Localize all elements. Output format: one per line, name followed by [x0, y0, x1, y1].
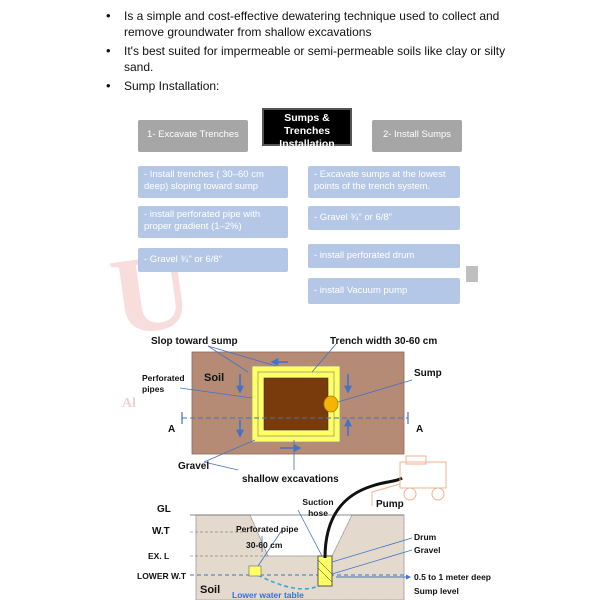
- drawdown-curve: [251, 571, 323, 590]
- leader-line: [203, 461, 239, 471]
- sump-label: Sump: [414, 368, 442, 379]
- suction-hose: [323, 476, 403, 559]
- section-a-right: A: [416, 424, 424, 435]
- leader-line: [337, 379, 413, 403]
- gl-label: GL: [157, 504, 171, 515]
- right-step-4: - install Vacuum pump: [308, 278, 460, 304]
- leader-line: [257, 529, 283, 567]
- leader-line: [179, 387, 253, 399]
- drum-hatching: [317, 567, 333, 583]
- trench-width-label: Trench width 30-60 cm: [330, 336, 438, 347]
- drum-label: Drum: [414, 532, 437, 542]
- left-step-3: - Gravel ¾" or 6/8": [138, 248, 288, 272]
- leader-line: [331, 549, 413, 575]
- lower-wt-label: LOWER W.T: [137, 571, 187, 581]
- leader-line: [297, 509, 323, 557]
- section-a-left: A: [168, 424, 176, 435]
- plan-gravel-label: Gravel: [178, 461, 210, 472]
- drum-hatching: [317, 559, 333, 575]
- sump-core: [263, 377, 329, 431]
- depth-label: 30-60 cm: [246, 540, 283, 550]
- left-step-2: - install perforated pipe with proper gr…: [138, 206, 288, 238]
- watermark-logo-small: Al: [122, 396, 136, 411]
- sump-level-label: Sump level: [414, 586, 459, 596]
- pump-label: Pump: [376, 499, 404, 510]
- pump-sketch: [371, 455, 447, 506]
- lower-water-table-label: Lower water table: [232, 590, 304, 600]
- wt-label: W.T: [152, 526, 170, 537]
- left-header-box: 1- Excavate Trenches: [138, 120, 248, 152]
- sump-drum-plan: [323, 395, 339, 413]
- left-step-1: - Install trenches ( 30–60 cm deep) slop…: [138, 166, 288, 198]
- plan-soil-label: Soil: [204, 372, 225, 384]
- bullet-item: It's best suited for impermeable or semi…: [106, 43, 526, 75]
- shallow-excavations-label: shallow excavations: [242, 474, 339, 485]
- deep-label: 0.5 to 1 meter deep: [414, 572, 492, 582]
- section-soil: [195, 514, 405, 600]
- section-soil-label: Soil: [200, 584, 221, 596]
- perforated-pipes-label: Perforated pipes: [142, 373, 185, 394]
- leader-line: [203, 439, 256, 463]
- perforated-pipe: [248, 565, 262, 577]
- exl-label: EX. L: [148, 551, 170, 561]
- right-step-2: - Gravel ¾" or 6/8": [308, 206, 460, 230]
- leader-line: [207, 345, 249, 373]
- section-gravel-label: Gravel: [414, 545, 441, 555]
- right-step-1: - Excavate sumps at the lowest points of…: [308, 166, 460, 198]
- leader-line: [311, 343, 337, 373]
- flowchart-title: Sumps & Trenches Installation: [262, 108, 352, 150]
- gray-marker: [466, 266, 478, 282]
- suction-hose-label: Suction hose: [302, 497, 334, 518]
- right-step-3: - install perforated drum: [308, 244, 460, 268]
- bullet-item: Is a simple and cost-effective dewaterin…: [106, 8, 526, 40]
- sump-drum: [317, 555, 333, 587]
- right-header-box: 2- Install Sumps: [372, 120, 462, 152]
- leader-line: [331, 537, 413, 563]
- bullet-item: Sump Installation:: [106, 78, 526, 94]
- perforated-pipe-label: Perforated pipe: [236, 524, 299, 534]
- leader-line: [207, 345, 277, 367]
- slope-label: Slop toward sump: [151, 336, 238, 347]
- bullet-list: Is a simple and cost-effective dewaterin…: [106, 8, 526, 97]
